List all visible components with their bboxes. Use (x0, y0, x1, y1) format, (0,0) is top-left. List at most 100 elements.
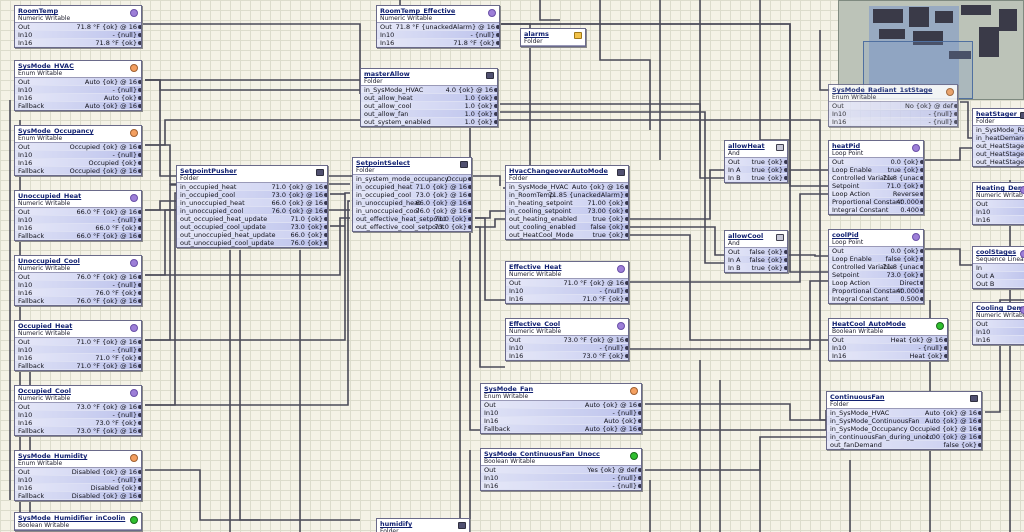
block-name[interactable]: SysMode_Fan (484, 385, 534, 393)
block-name[interactable]: Occupied_Cool (18, 387, 71, 395)
block-header[interactable]: heatStager_andFolder (973, 109, 1024, 126)
slot-row[interactable]: In16 (973, 336, 1024, 344)
slot-row[interactable]: out_HeatStage0 (973, 150, 1024, 158)
link-port[interactable] (138, 25, 141, 29)
block-name[interactable]: RoomTemp_Effective (380, 7, 456, 15)
block-heatstager[interactable]: heatStager_andFolderin_SysMode_Rain_heat… (972, 108, 1024, 167)
link-port[interactable] (638, 419, 641, 423)
link-port[interactable] (468, 185, 471, 189)
link-port[interactable] (625, 201, 628, 205)
link-port[interactable] (944, 354, 947, 358)
link-port[interactable] (494, 96, 497, 100)
link-port[interactable] (138, 275, 141, 279)
link-port[interactable] (638, 484, 641, 488)
link-port[interactable] (138, 348, 141, 352)
link-port[interactable] (324, 217, 327, 221)
slot-row[interactable]: In (973, 264, 1024, 272)
link-port[interactable] (324, 185, 327, 189)
slot-row[interactable]: Out (973, 200, 1024, 208)
block-name[interactable]: SysMode_Humidifier_inCoolin (18, 514, 126, 522)
link-port[interactable] (638, 411, 641, 415)
link-port[interactable] (920, 281, 923, 285)
link-port[interactable] (468, 201, 471, 205)
block-name[interactable]: Occupied_Heat (18, 322, 73, 330)
link-port[interactable] (138, 356, 141, 360)
link-port[interactable] (324, 241, 327, 245)
link-port[interactable] (138, 153, 141, 157)
block-header[interactable]: Cooling_DemarNumeric Writabl (973, 303, 1024, 320)
link-port[interactable] (324, 209, 327, 213)
link-port[interactable] (138, 340, 141, 344)
link-port[interactable] (138, 299, 141, 303)
link-port[interactable] (625, 185, 628, 189)
link-port[interactable] (138, 429, 141, 433)
slot-row[interactable]: In10- {null} (15, 411, 141, 419)
link-port[interactable] (138, 41, 141, 45)
link-port[interactable] (954, 104, 957, 108)
link-port[interactable] (784, 266, 787, 270)
link-port[interactable] (494, 104, 497, 108)
block-name[interactable]: allowCool (728, 232, 764, 240)
link-port[interactable] (494, 88, 497, 92)
link-port[interactable] (324, 233, 327, 237)
block-name[interactable]: SysMode_Radiant_1stStage (832, 86, 933, 94)
link-port[interactable] (784, 168, 787, 172)
block-name[interactable]: SysMode_ContinuousFan_Unocc (484, 450, 600, 458)
link-port[interactable] (625, 281, 628, 285)
link-port[interactable] (625, 346, 628, 350)
link-port[interactable] (138, 234, 141, 238)
